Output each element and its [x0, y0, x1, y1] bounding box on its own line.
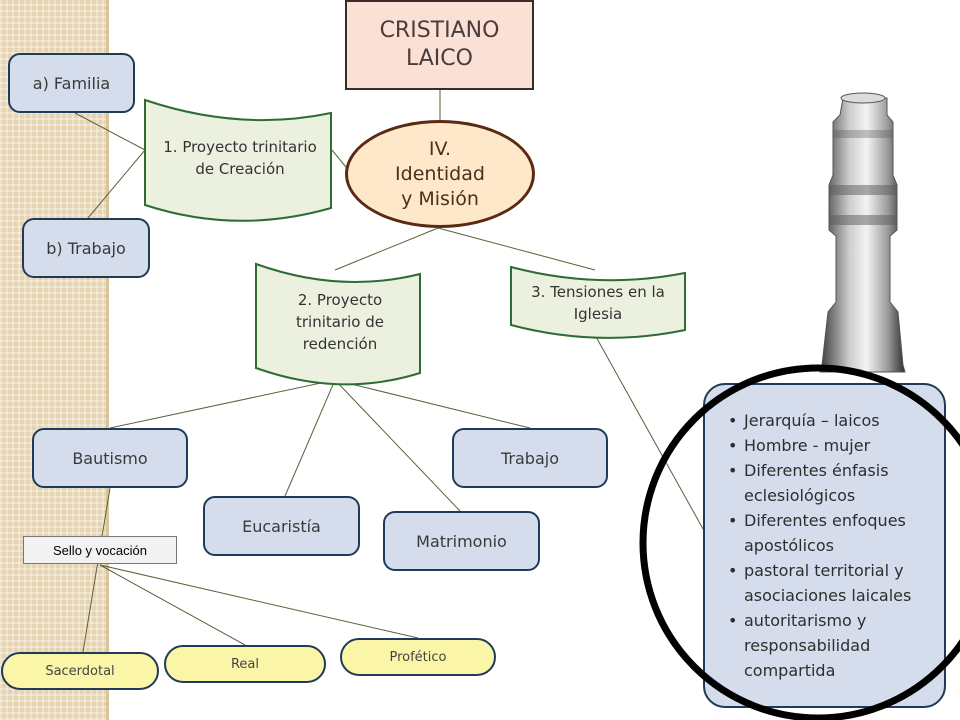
bautismo-label: Bautismo — [72, 448, 148, 468]
line-redencion-bautismo — [109, 379, 336, 429]
sacerdotal-pill: Sacerdotal — [1, 652, 159, 690]
line-redencion-eucaristia — [284, 379, 336, 497]
profetico-pill: Profético — [340, 638, 496, 676]
title-text: CRISTIANO LAICO — [379, 18, 500, 71]
matrimonio-box: Matrimonio — [383, 511, 540, 571]
line-familia-proyecto1 — [74, 112, 146, 151]
trabajo-label: Trabajo — [501, 448, 559, 468]
redencion-label: 2. Proyecto trinitario de redención — [296, 291, 384, 353]
real-label: Real — [230, 656, 260, 672]
redencion-banner: 2. Proyecto trinitario de redención — [270, 282, 410, 362]
sello-label-box: Sello y vocación — [23, 536, 177, 564]
profetico-label: Profético — [389, 649, 447, 665]
bautismo-box: Bautismo — [32, 428, 188, 488]
banner-proyecto1-shape — [144, 98, 332, 222]
banner-redencion-shape — [255, 262, 421, 386]
line-sello-profetico — [99, 564, 419, 639]
center-ellipse: IV. Identidad y Misión — [345, 120, 535, 228]
title-box: CRISTIANO LAICO — [345, 0, 534, 90]
line-redencion-trabajo — [334, 379, 531, 429]
line-redencion-matrimonio — [334, 379, 461, 512]
tensiones-label: 3. Tensiones en la Iglesia — [531, 283, 665, 323]
center-text: IV. Identidad y Misión — [395, 137, 485, 210]
trabajo-left-label: b) Trabajo — [46, 238, 126, 258]
magnifying-glass-icon — [819, 92, 906, 373]
sacerdotal-label: Sacerdotal — [45, 663, 115, 679]
line-center-tensiones — [437, 227, 596, 271]
proyecto1-banner: 1. Proyecto trinitario de Creación — [160, 118, 320, 198]
line-trabajo-proyecto1 — [87, 149, 146, 219]
trabajo-box: Trabajo — [452, 428, 608, 488]
banner-tensiones-shape — [510, 265, 686, 339]
familia-box: a) Familia — [8, 53, 135, 113]
list-item: •pastoral territorial y asociaciones lai… — [728, 561, 912, 605]
tensiones-banner: 3. Tensiones en la Iglesia — [516, 278, 680, 328]
line-sello-real — [99, 564, 246, 646]
list-item: •autoritarismo y responsabilidad compart… — [728, 611, 871, 680]
eucaristia-box: Eucaristía — [203, 496, 360, 556]
stripe-edge — [106, 0, 109, 720]
eucaristia-label: Eucaristía — [242, 516, 321, 536]
list-item: •Hombre - mujer — [728, 436, 871, 455]
trabajo-left-box: b) Trabajo — [22, 218, 150, 278]
line-tensiones-panel — [594, 334, 713, 546]
sello-label: Sello y vocación — [53, 542, 147, 558]
tensiones-list: •Jerarquía – laicos •Hombre - mujer •Dif… — [722, 408, 937, 683]
real-pill: Real — [164, 645, 326, 683]
line-bautismo-sacerdotal — [82, 487, 111, 653]
familia-label: a) Familia — [32, 73, 111, 93]
proyecto1-label: 1. Proyecto trinitario de Creación — [163, 138, 317, 178]
list-item: •Diferentes énfasis eclesiológicos — [728, 461, 889, 505]
list-item: •Jerarquía – laicos — [728, 411, 880, 430]
matrimonio-label: Matrimonio — [416, 531, 507, 551]
list-item: •Diferentes enfoques apostólicos — [728, 511, 906, 555]
line-center-redencion — [334, 227, 439, 271]
